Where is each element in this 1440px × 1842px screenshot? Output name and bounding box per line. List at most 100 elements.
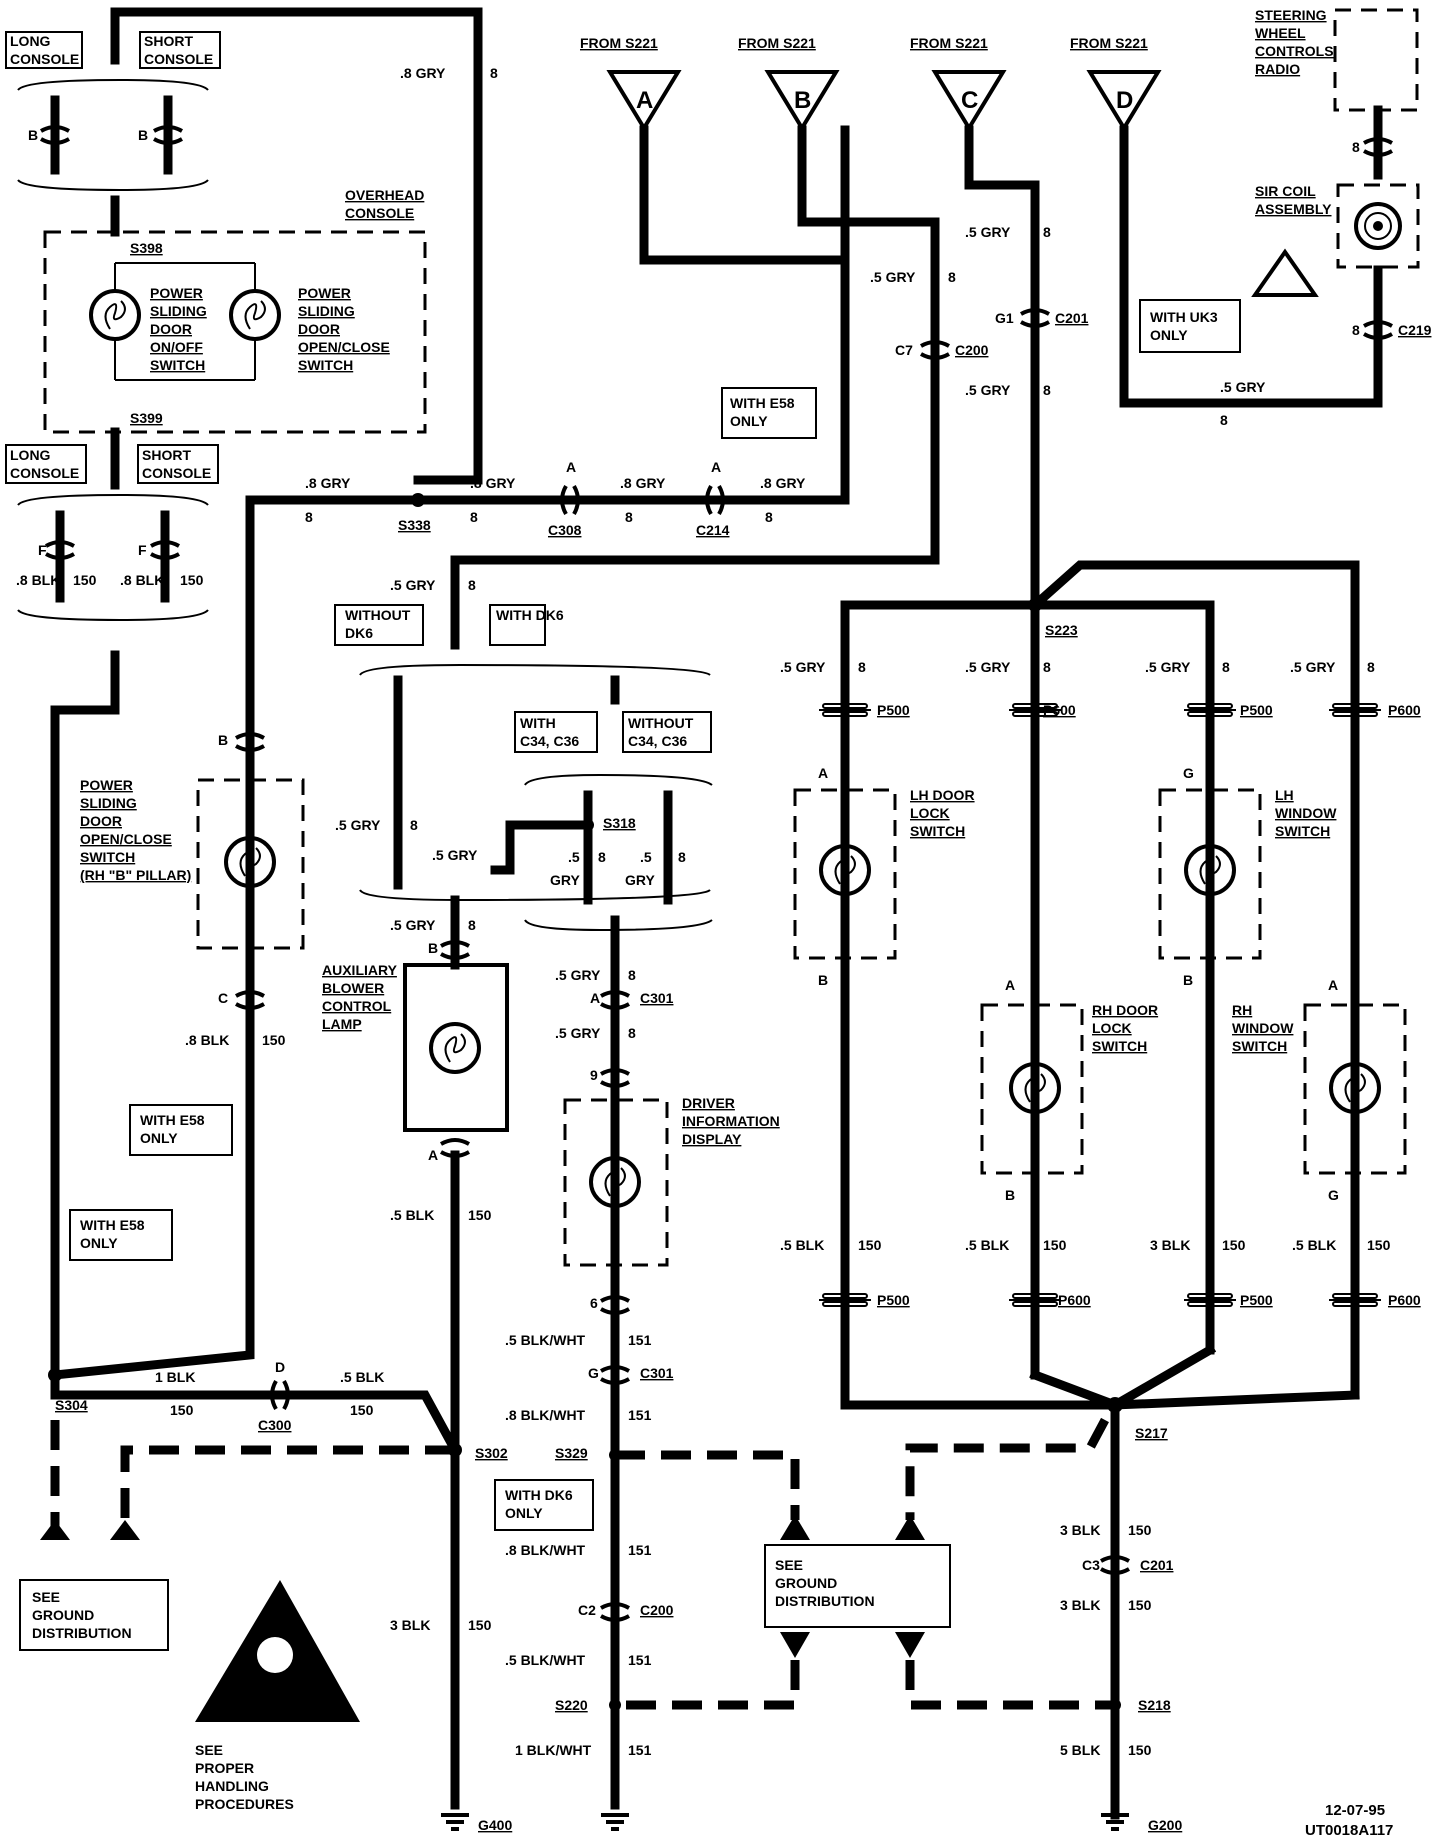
lbl-rh-lock-150: 150 <box>1043 1237 1067 1253</box>
dic-bw-circ-5: 151 <box>628 1742 652 1758</box>
connector-c201-top: C201 <box>1055 310 1089 326</box>
wire-c214-circ: 8 <box>625 509 633 525</box>
pin-c301-g: G <box>588 1365 599 1381</box>
lbl-lh-lock-blk: .5 BLK <box>780 1237 824 1253</box>
wire-s217-150-a: 150 <box>1128 1522 1152 1538</box>
wire-g200-circ: 150 <box>1128 1742 1152 1758</box>
p600-bot-2: P600 <box>1388 1292 1421 1308</box>
dk6-wire-label: .5 GRY <box>335 817 381 833</box>
splice-s223: S223 <box>1045 622 1078 638</box>
pin-aux-a: A <box>428 1147 438 1163</box>
wire-c300-left-circ: 150 <box>170 1402 194 1418</box>
s318-wire-gry-right: GRY <box>625 872 655 888</box>
from-a-label: FROM S221 <box>580 35 658 51</box>
console-bottom-wire-left: .8 BLK <box>16 572 60 588</box>
wire-dk6-label: .5 GRY <box>390 577 436 593</box>
wire-from-b-label: .5 GRY <box>870 269 916 285</box>
lbl-lh-lock-wire: .5 GRY <box>780 659 826 675</box>
dic-bw-label-1: .5 BLK/WHT <box>505 1332 586 1348</box>
console-bottom-circ-left: 150 <box>73 572 97 588</box>
aux-wire-label: .5 GRY <box>390 917 436 933</box>
connector-c214: C214 <box>696 522 730 538</box>
wire-g400-circ: 150 <box>468 1617 492 1633</box>
connector-c300: C300 <box>258 1417 292 1433</box>
wire-s223-lh-window <box>1030 600 1215 1355</box>
footer-date: 12-07-95 <box>1325 1802 1385 1819</box>
connector-g1: G1 <box>995 310 1014 326</box>
pin-aux-b: B <box>428 940 438 956</box>
pin-c214-a: A <box>711 459 721 475</box>
ground-g200: G200 <box>1148 1817 1182 1833</box>
from-s221-a: FROM S221 A <box>580 35 850 505</box>
wire-g400-label: 3 BLK <box>390 1617 430 1633</box>
wire-s223-lh-lock <box>840 600 1120 1410</box>
dk6-wire-circ: 8 <box>410 817 418 833</box>
lbl-rh-lock-blk: .5 BLK <box>965 1237 1009 1253</box>
pin-c300-d: D <box>275 1359 285 1375</box>
connector-c308: C308 <box>548 522 582 538</box>
dic-bw-circ-1: 151 <box>628 1332 652 1348</box>
aux-wire-circ: 8 <box>468 917 476 933</box>
console-top-pin-right: B <box>138 127 148 143</box>
footer-code: UT0018A117 <box>1305 1822 1393 1839</box>
wire-s217-blk3-a: 3 BLK <box>1060 1522 1100 1538</box>
wire-c308-label: .8 GRY <box>470 475 516 491</box>
dic-bw-label-2: .8 BLK/WHT <box>505 1407 586 1423</box>
ground-g400: G400 <box>478 1817 512 1833</box>
from-b-letter: B <box>794 87 811 114</box>
wire-from-d-label: .5 GRY <box>1220 379 1266 395</box>
dic-bw-circ-4: 151 <box>628 1652 652 1668</box>
lbl-lh-win-circ: 8 <box>1222 659 1230 675</box>
from-a-letter: A <box>636 87 653 114</box>
wire-c214-label: .8 GRY <box>620 475 666 491</box>
lbl-rh-lock-wire: .5 GRY <box>965 659 1011 675</box>
option-with-dk6: WITH DK6 <box>496 607 564 623</box>
wire-s217-150-b: 150 <box>1128 1597 1152 1613</box>
console-top-pin-left: B <box>28 127 38 143</box>
splice-s398: S398 <box>130 240 163 256</box>
pin-steering-8: 8 <box>1352 139 1360 155</box>
wire-s217-blk3-b: 3 BLK <box>1060 1597 1100 1613</box>
p600-top-2: P600 <box>1388 702 1421 718</box>
pin-c219-8: 8 <box>1352 322 1360 338</box>
wire-a-circ: 8 <box>765 509 773 525</box>
wire-s338-left-circ: 8 <box>305 509 313 525</box>
lbl-rh-win-150: 150 <box>1367 1237 1391 1253</box>
lbl-rh-lock-circ: 8 <box>1043 659 1051 675</box>
p600-top-1: P600 <box>1043 702 1076 718</box>
console-bottom-pin-left: F <box>38 542 47 558</box>
rhb-wire-circ: 150 <box>262 1032 286 1048</box>
wire-from-b-circ: 8 <box>948 269 956 285</box>
console-bottom-wire-right: .8 BLK <box>120 572 164 588</box>
pin-dic-6: 6 <box>590 1295 598 1311</box>
lbl-lh-win-wire: .5 GRY <box>1145 659 1191 675</box>
dic-wire-circ-1: 8 <box>628 967 636 983</box>
s318-wire-8-left: 8 <box>598 849 606 865</box>
connector-c301-bot: C301 <box>640 1365 674 1381</box>
dic-bw-label-5: 1 BLK/WHT <box>515 1742 592 1758</box>
dic-wire-label-1: .5 GRY <box>555 967 601 983</box>
